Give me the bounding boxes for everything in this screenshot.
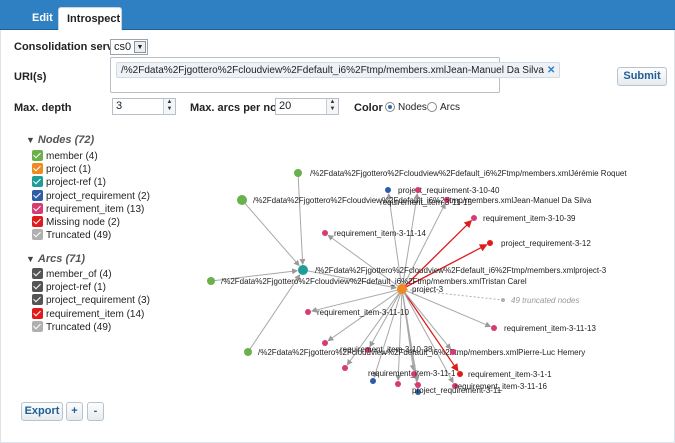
consolidation-server-select[interactable]: cs0 ▼ [110,39,148,55]
export-button[interactable]: Export [21,402,63,421]
checkbox-icon[interactable] [32,163,43,175]
zoom-out-button[interactable]: - [87,402,104,421]
arcs-section-toggle[interactable]: ▼Arcs (71) [26,253,85,265]
spinner-arrows-icon[interactable]: ▲▼ [326,99,338,114]
arc-legend-row[interactable]: requirement_item (14) [32,307,145,321]
spinner-arrows-icon[interactable]: ▲▼ [163,99,175,114]
node-legend-row[interactable]: Truncated (49) [32,229,111,242]
tab-introspect[interactable]: Introspect [58,7,122,30]
arc-legend-row[interactable]: project_requirement (3) [32,294,150,307]
arc-legend-label: Truncated (49) [46,321,112,333]
chevron-down-icon[interactable]: ▼ [134,41,146,53]
node-legend-row[interactable]: member (4) [32,150,98,163]
uri-token-text: /%2Fdata%2Fjgottero%2Fcloudview%2Fdefaul… [121,65,544,76]
checkbox-icon[interactable] [32,202,43,214]
color-arcs-label: Arcs [440,102,460,113]
max-arcs-label: Max. arcs per node [190,102,290,114]
checkbox-icon[interactable] [32,294,43,306]
node-legend-label: project_requirement (2) [46,190,150,202]
uri-label: URI(s) [14,71,47,83]
color-label: Color [354,102,383,114]
checkbox-icon[interactable] [32,150,43,161]
zoom-in-button[interactable]: + [66,402,83,421]
arc-legend-label: requirement_item (14) [46,308,145,320]
uri-token: /%2Fdata%2Fjgottero%2Fcloudview%2Fdefaul… [116,62,561,78]
color-arcs-radio[interactable] [427,102,437,112]
node-legend-row[interactable]: project (1) [32,163,91,176]
arc-legend-label: member_of (4) [46,269,112,280]
node-legend-label: member (4) [46,151,98,162]
node-legend-label: requirement_item (13) [46,203,145,215]
node-legend-label: Missing node (2) [46,217,120,228]
triangle-down-icon: ▼ [26,135,35,145]
consolidation-server-label: Consolidation server [14,41,124,53]
arc-legend-row[interactable]: project-ref (1) [32,281,106,294]
max-depth-input[interactable]: 3 ▲▼ [112,98,176,115]
consolidation-server-value: cs0 [114,41,132,53]
nodes-section-toggle[interactable]: ▼Nodes (72) [26,134,94,146]
checkbox-icon[interactable] [32,189,43,201]
top-tab-bar: Edit Introspect [0,0,675,30]
checkbox-icon[interactable] [32,229,43,241]
checkbox-icon[interactable] [32,216,43,227]
max-depth-label: Max. depth [14,102,72,114]
checkbox-icon[interactable] [32,281,43,293]
tab-edit[interactable]: Edit [32,12,53,24]
max-depth-value: 3 [116,100,123,112]
max-arcs-value: 20 [279,100,292,112]
arcs-section-title: Arcs (71) [37,253,85,265]
max-arcs-input[interactable]: 20 ▲▼ [275,98,339,115]
arc-legend-row[interactable]: member_of (4) [32,268,112,281]
nodes-section-title: Nodes (72) [37,134,95,146]
submit-button[interactable]: Submit [617,67,667,86]
node-legend-row[interactable]: Missing node (2) [32,216,120,229]
checkbox-icon[interactable] [32,320,43,332]
arc-legend-row[interactable]: Truncated (49) [32,320,112,334]
checkbox-icon[interactable] [32,176,43,188]
close-icon[interactable]: ✕ [546,65,556,76]
arc-legend-label: project-ref (1) [46,282,107,294]
node-legend-row[interactable]: project_requirement (2) [32,189,150,203]
arc-legend-label: project_requirement (3) [46,295,150,307]
checkbox-icon[interactable] [32,307,43,319]
color-nodes-radio[interactable] [385,102,395,112]
node-legend-label: project (1) [46,164,92,176]
color-nodes-label: Nodes [398,102,427,113]
uri-input[interactable]: /%2Fdata%2Fjgottero%2Fcloudview%2Fdefaul… [110,57,561,93]
node-legend-row[interactable]: requirement_item (13) [32,202,145,216]
node-legend-label: Truncated (49) [46,230,112,242]
checkbox-icon[interactable] [32,268,43,279]
node-legend-label: project-ref (1) [46,177,107,189]
triangle-down-icon: ▼ [26,254,35,264]
node-legend-row[interactable]: project-ref (1) [32,176,106,189]
